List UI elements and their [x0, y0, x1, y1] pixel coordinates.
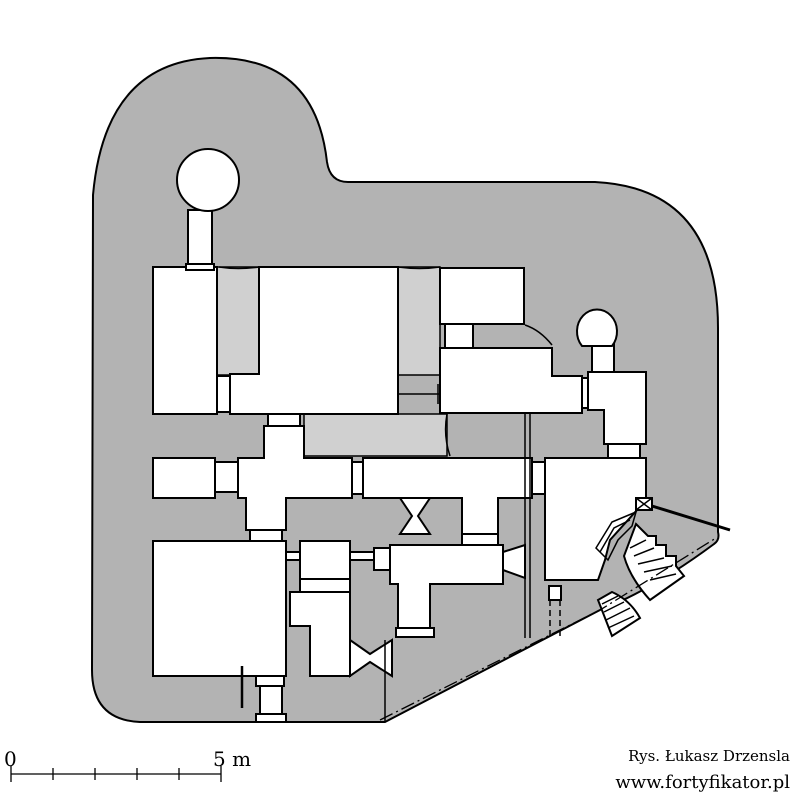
stepped-embrasure-walls: [595, 510, 686, 638]
well-right: [576, 308, 618, 347]
shaft-neck-left: [187, 209, 213, 268]
ducts: [240, 414, 562, 708]
front-dash-line: [379, 537, 717, 721]
observation-post: [635, 497, 731, 532]
author-credit: Rys. Łukasz Drzensla: [628, 747, 790, 765]
well-left: [176, 148, 240, 212]
doorways: [185, 263, 641, 723]
website-link[interactable]: www.fortyfikator.pl: [615, 772, 790, 793]
scale-end-label: 5 m: [213, 747, 251, 771]
scale-bar: 0 5 m: [4, 747, 251, 782]
rooms: [152, 266, 647, 677]
shafts: [176, 148, 618, 373]
earth-fill-zones: [216, 266, 553, 457]
scale-start-label: 0: [4, 747, 17, 771]
